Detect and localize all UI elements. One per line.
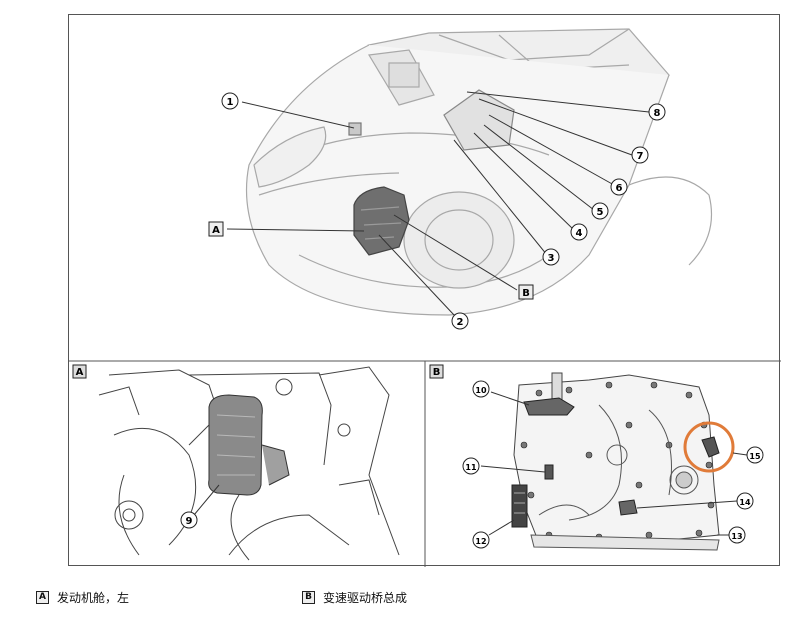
svg-text:B: B <box>522 288 530 299</box>
svg-text:1: 1 <box>227 97 234 108</box>
legend-item-a: A 发动机舱，左 <box>36 589 129 606</box>
legend-key-a: A <box>36 591 49 604</box>
box-label-b: B <box>518 284 534 300</box>
svg-text:11: 11 <box>465 463 477 472</box>
callout-15: 15 <box>746 446 764 464</box>
callout-8: 8 <box>648 103 666 121</box>
svg-text:9: 9 <box>186 516 193 527</box>
svg-text:A: A <box>76 367 84 378</box>
callout-7: 7 <box>631 146 649 164</box>
callout-14: 14 <box>736 492 754 510</box>
svg-text:8: 8 <box>654 108 661 119</box>
callout-1: 1 <box>221 92 239 110</box>
legend-item-b: B 变速驱动桥总成 <box>302 589 407 606</box>
callout-11: 11 <box>462 457 480 475</box>
svg-text:15: 15 <box>749 452 761 461</box>
svg-text:2: 2 <box>457 317 464 328</box>
legend-key-b: B <box>302 591 315 604</box>
callout-3: 3 <box>542 248 560 266</box>
callout-5: 5 <box>591 202 609 220</box>
callout-13: 13 <box>728 526 746 544</box>
legend-text-a: 发动机舱，左 <box>57 591 130 605</box>
panel-a: A 9 <box>72 364 400 561</box>
svg-text:5: 5 <box>597 207 604 218</box>
svg-text:3: 3 <box>548 253 555 264</box>
panel-b: B <box>429 364 764 551</box>
svg-text:10: 10 <box>475 386 487 395</box>
callout-4: 4 <box>570 223 588 241</box>
highlight-circle <box>683 421 735 473</box>
svg-text:6: 6 <box>616 183 623 194</box>
svg-text:A: A <box>212 225 220 236</box>
svg-text:12: 12 <box>475 537 486 546</box>
svg-text:14: 14 <box>739 498 751 507</box>
legend-text-b: 变速驱动桥总成 <box>323 591 408 605</box>
svg-text:B: B <box>433 367 441 378</box>
svg-text:4: 4 <box>576 228 583 239</box>
callout-6: 6 <box>610 178 628 196</box>
callout-12: 12 <box>472 531 490 549</box>
callout-10: 10 <box>472 380 490 398</box>
callout-2: 2 <box>451 312 469 330</box>
diagram-frame: 1 8 7 6 5 4 3 2 <box>68 14 781 567</box>
box-label-a: A <box>208 221 224 237</box>
callout-leaders <box>226 91 650 316</box>
svg-text:7: 7 <box>637 151 644 162</box>
car-illustration <box>245 28 713 316</box>
svg-text:13: 13 <box>731 532 742 541</box>
diagram-svg: 1 8 7 6 5 4 3 2 <box>69 28 781 567</box>
